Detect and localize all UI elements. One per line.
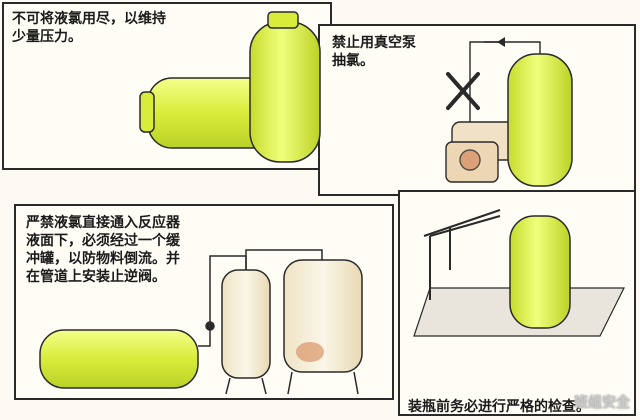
caption-top-right: 禁止用真空泵 抽氯。	[332, 35, 416, 69]
buffer-tank	[221, 269, 271, 395]
caption-top-left: 不可将液氯用尽，以维持 少量压力。	[12, 11, 166, 45]
forbidden-x	[446, 72, 480, 110]
cylinder-bottom	[39, 329, 199, 389]
pipes	[198, 249, 323, 347]
caption-bottom-right: 装瓶前务必进行严格的检查。	[408, 399, 590, 415]
caption-bottom-left: 严禁液氯直接通入反应器 液面下，必须经过一个缓 冲罐，以防物料倒流。并 在管道上…	[26, 215, 180, 285]
vacuum-pump	[445, 41, 541, 183]
cylinder-pump	[507, 53, 573, 187]
cylinder-platform	[509, 215, 571, 329]
reactor-tank	[283, 259, 363, 395]
watermark: 班组安全	[574, 395, 630, 411]
cylinder-vertical	[249, 11, 321, 163]
crane	[423, 209, 501, 300]
cylinder-horizontal	[139, 77, 279, 149]
